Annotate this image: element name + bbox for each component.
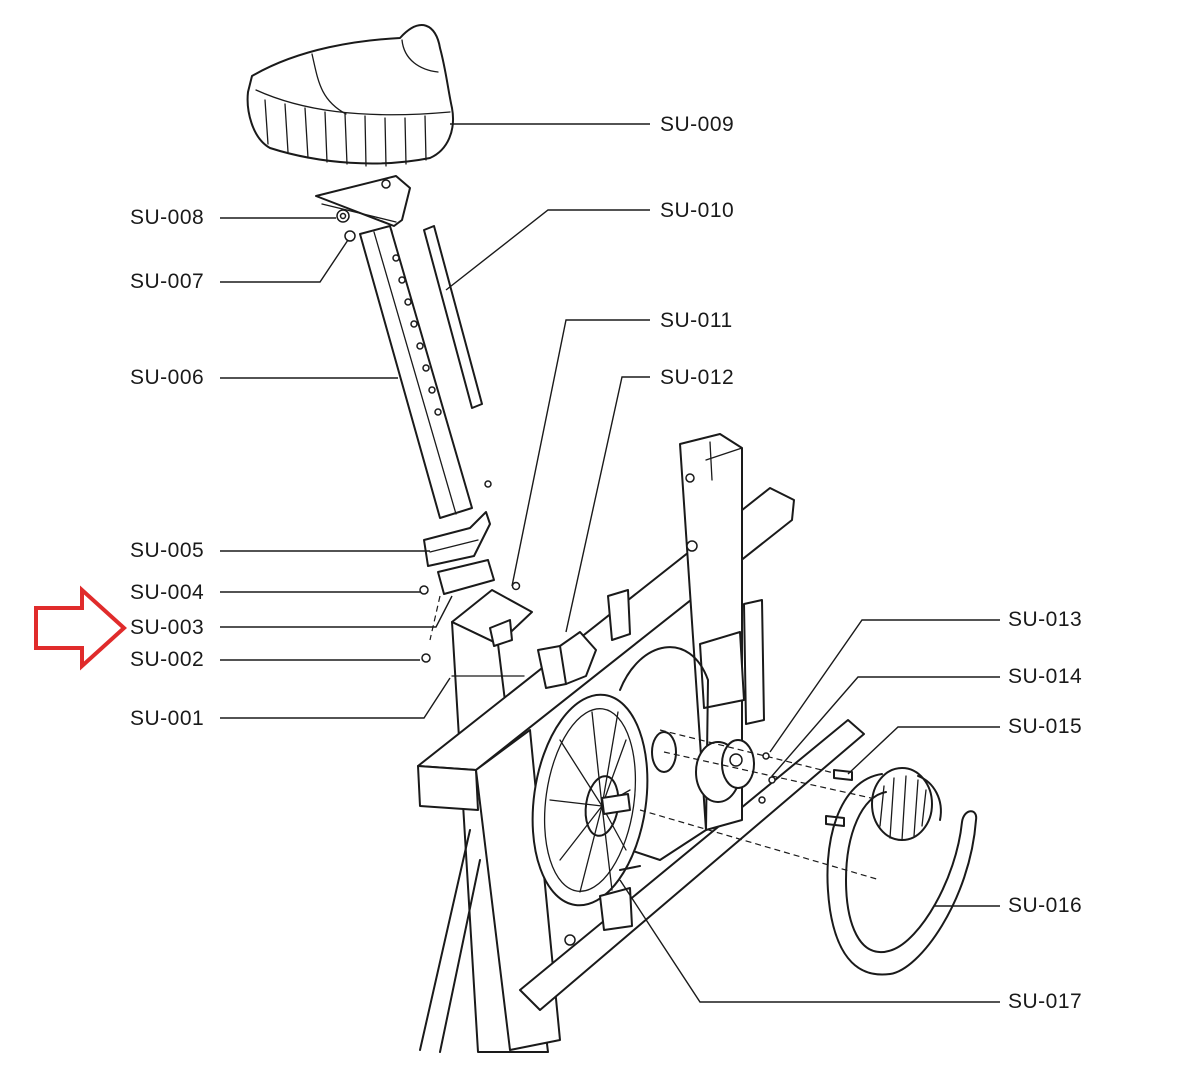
label-su-008: SU-008 bbox=[130, 206, 205, 229]
label-su-003: SU-003 bbox=[130, 616, 205, 639]
clamp bbox=[423, 480, 492, 567]
label-su-004: SU-004 bbox=[130, 581, 205, 604]
label-su-001: SU-001 bbox=[130, 707, 205, 730]
label-su-007: SU-007 bbox=[130, 270, 205, 293]
label-su-016: SU-016 bbox=[1008, 894, 1083, 917]
label-su-010: SU-010 bbox=[660, 199, 735, 222]
label-su-017: SU-017 bbox=[1008, 990, 1083, 1013]
slider-strip bbox=[423, 225, 483, 409]
label-su-006: SU-006 bbox=[130, 366, 205, 389]
label-su-011: SU-011 bbox=[660, 309, 733, 332]
seat-post-holes bbox=[392, 254, 442, 416]
drive-belt bbox=[826, 773, 978, 976]
label-su-015: SU-015 bbox=[1008, 715, 1083, 738]
tension-knob bbox=[537, 631, 597, 689]
bearing-assembly bbox=[639, 729, 881, 881]
label-su-002: SU-002 bbox=[130, 648, 205, 671]
label-su-005: SU-005 bbox=[130, 539, 205, 562]
highlight-arrow bbox=[34, 585, 127, 671]
label-su-013: SU-013 bbox=[1008, 608, 1083, 631]
leader-lines bbox=[220, 123, 1000, 1003]
seat bbox=[246, 24, 454, 167]
seat-bracket bbox=[315, 175, 411, 242]
belt-pulley bbox=[531, 693, 649, 907]
flywheel-housing bbox=[619, 646, 709, 861]
label-su-014: SU-014 bbox=[1008, 665, 1083, 688]
label-su-009: SU-009 bbox=[660, 113, 735, 136]
bolts bbox=[419, 559, 521, 663]
main-frame bbox=[417, 433, 865, 1053]
seat-post bbox=[359, 225, 473, 519]
lower-brace bbox=[564, 865, 641, 946]
gear-pulley bbox=[871, 767, 933, 841]
label-su-012: SU-012 bbox=[660, 366, 735, 389]
